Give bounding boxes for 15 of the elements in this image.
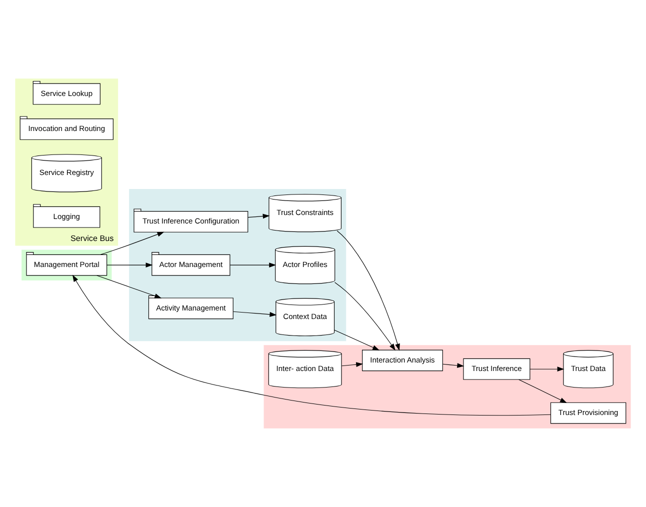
arrow [442,363,464,368]
arrow [230,262,276,268]
cluster [22,250,112,280]
arrow [341,362,364,367]
arrow [232,311,277,317]
arrow [518,379,567,403]
arrow [72,274,551,416]
arrow [336,230,400,351]
arrow [334,330,380,350]
cluster [129,189,346,342]
arrow [106,262,153,268]
arrow [96,275,162,298]
arrow [248,214,270,219]
arrow [530,366,564,372]
arrow [334,282,396,351]
